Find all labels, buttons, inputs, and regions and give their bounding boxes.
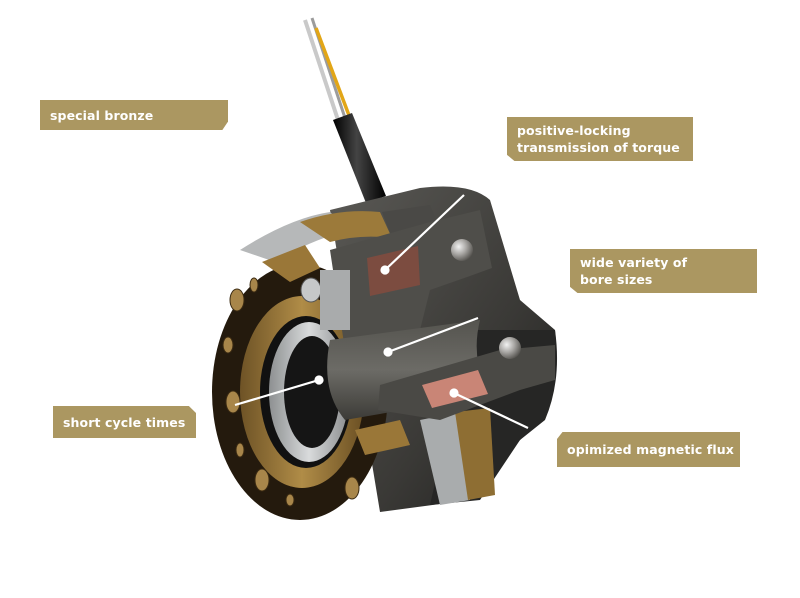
label-bore-sizes: wide variety of bore sizes — [570, 249, 757, 293]
leader-positive-locking — [380, 194, 465, 275]
leader-bore-sizes — [383, 316, 479, 357]
label-special-bronze: special bronze — [40, 100, 228, 130]
cutaway-section — [300, 210, 555, 420]
label-text-line-2: transmission of torque — [517, 140, 680, 155]
label-text-line-1: wide variety of — [580, 255, 688, 270]
leader-lines — [234, 194, 529, 429]
label-short-cycle: short cycle times — [53, 406, 196, 438]
label-text-line-2: bore sizes — [580, 272, 653, 287]
label-magnetic-flux: opimized magnetic flux — [557, 432, 740, 467]
label-text-line-1: positive-locking — [517, 123, 631, 138]
leader-magnetic-flux — [449, 388, 529, 429]
leader-short-cycle — [234, 375, 324, 407]
cable — [303, 17, 386, 203]
label-text: special bronze — [50, 107, 154, 123]
label-text: short cycle times — [63, 414, 186, 430]
label-positive-locking: positive-locking transmission of torque — [507, 117, 693, 161]
label-text: opimized magnetic flux — [567, 442, 734, 457]
